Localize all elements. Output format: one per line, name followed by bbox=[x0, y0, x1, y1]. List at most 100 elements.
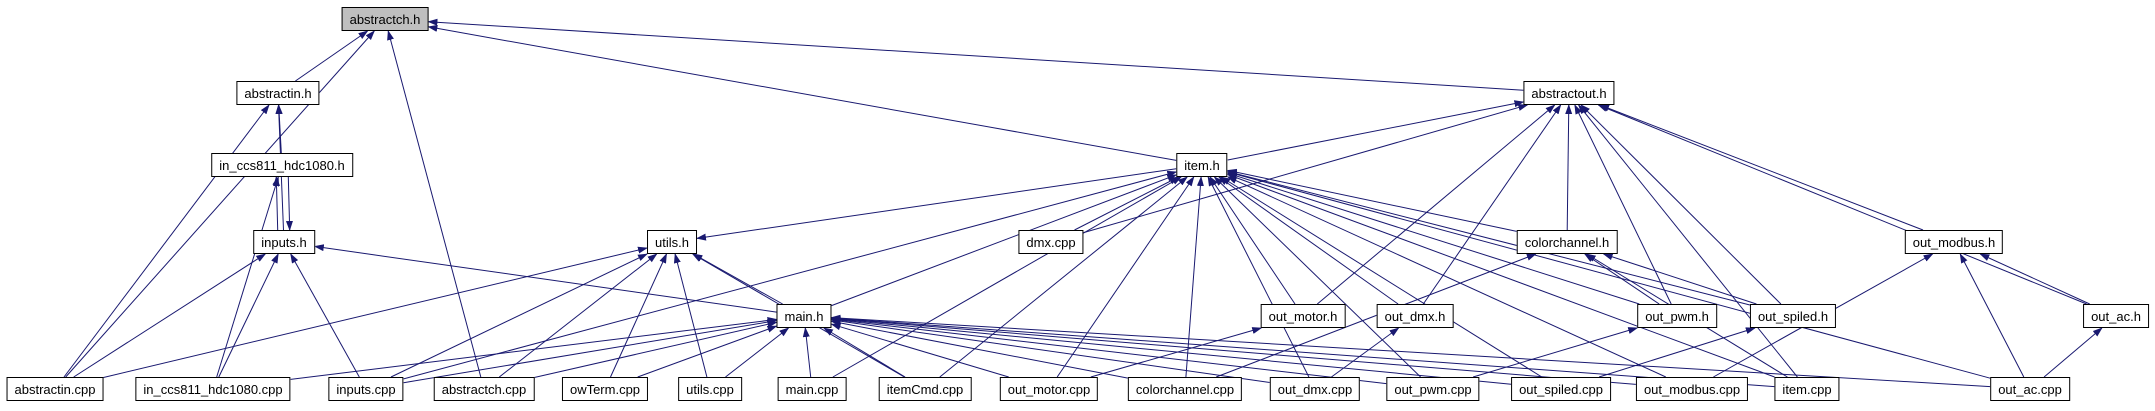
include-edge bbox=[73, 253, 267, 378]
include-edge bbox=[216, 176, 279, 378]
graph-node-colorchannel_cpp[interactable]: colorchannel.cpp bbox=[1127, 377, 1243, 401]
include-edge bbox=[802, 327, 812, 378]
include-edge bbox=[387, 30, 482, 378]
include-edge bbox=[696, 168, 1177, 241]
graph-node-colorchannel_h[interactable]: colorchannel.h bbox=[1516, 230, 1618, 254]
include-edge bbox=[1331, 327, 1400, 378]
include-edge bbox=[427, 24, 1177, 161]
graph-node-main_cpp[interactable]: main.cpp bbox=[777, 377, 847, 401]
include-edge bbox=[830, 315, 1636, 385]
graph-node-out_dmx_h[interactable]: out_dmx.h bbox=[1376, 304, 1454, 328]
graph-node-abstractch_cpp[interactable]: abstractch.cpp bbox=[433, 377, 535, 401]
include-edge bbox=[1599, 104, 1924, 231]
include-edge bbox=[1598, 327, 1756, 378]
include-edge bbox=[534, 320, 778, 378]
include-edge bbox=[1979, 253, 2090, 305]
graph-node-out_pwm_h[interactable]: out_pwm.h bbox=[1637, 304, 1717, 328]
include-edge bbox=[1602, 253, 1757, 305]
include-edge bbox=[65, 30, 375, 378]
graph-node-abstractch_h[interactable]: abstractch.h bbox=[341, 7, 429, 31]
include-edge bbox=[218, 253, 279, 378]
include-edge bbox=[830, 319, 1128, 379]
include-edge bbox=[2043, 327, 2103, 378]
include-edge bbox=[673, 253, 708, 378]
graph-node-owTerm_cpp[interactable]: owTerm.cpp bbox=[561, 377, 649, 401]
include-edge bbox=[285, 176, 293, 231]
include-edge bbox=[1226, 170, 1751, 306]
include-edge bbox=[637, 325, 778, 378]
graph-node-in_ccs811_hdc1080_cpp[interactable]: in_ccs811_hdc1080.cpp bbox=[135, 377, 291, 401]
include-edge bbox=[831, 174, 1178, 307]
graph-node-out_modbus_cpp[interactable]: out_modbus.cpp bbox=[1635, 377, 1749, 401]
include-edge bbox=[1226, 170, 1991, 379]
include-edge bbox=[610, 253, 667, 378]
graph-node-abstractin_cpp[interactable]: abstractin.cpp bbox=[6, 377, 104, 401]
include-edge bbox=[939, 176, 1188, 378]
graph-node-utils_cpp[interactable]: utils.cpp bbox=[678, 377, 742, 401]
graph-node-itemCmd_cpp[interactable]: itemCmd.cpp bbox=[878, 377, 972, 401]
include-edge bbox=[1220, 176, 1543, 378]
include-edge bbox=[1422, 104, 1562, 305]
include-edge bbox=[1226, 174, 1775, 378]
include-edge bbox=[1597, 104, 2087, 305]
include-edge bbox=[1959, 253, 2025, 378]
graph-node-item_h[interactable]: item.h bbox=[1176, 153, 1228, 177]
include-edge bbox=[403, 170, 1178, 380]
include-edge bbox=[1565, 104, 1573, 231]
include-edge bbox=[1090, 327, 1263, 378]
include-edge bbox=[1056, 176, 1195, 378]
include-edge bbox=[830, 317, 1270, 383]
include-edge bbox=[692, 253, 783, 305]
include-edge bbox=[295, 30, 369, 82]
include-edge bbox=[1207, 176, 1310, 378]
include-edge bbox=[1083, 104, 1529, 234]
include-edge bbox=[1185, 176, 1204, 378]
include-edge bbox=[830, 316, 1387, 385]
graph-node-main_h[interactable]: main.h bbox=[776, 304, 832, 328]
include-edge bbox=[1472, 327, 1639, 378]
include-edge bbox=[290, 253, 360, 378]
include-edge bbox=[1218, 176, 1399, 305]
graph-node-dmx_cpp[interactable]: dmx.cpp bbox=[1018, 230, 1084, 254]
include-edge bbox=[390, 253, 648, 378]
include-edge bbox=[103, 246, 648, 378]
graph-node-out_motor_cpp[interactable]: out_motor.cpp bbox=[999, 377, 1099, 401]
include-edge bbox=[498, 253, 658, 378]
include-edge bbox=[823, 327, 906, 378]
graph-node-out_modbus_h[interactable]: out_modbus.h bbox=[1904, 230, 2004, 254]
graph-node-out_pwm_cpp[interactable]: out_pwm.cpp bbox=[1386, 377, 1480, 401]
graph-node-out_motor_h[interactable]: out_motor.h bbox=[1260, 304, 1346, 328]
include-edge bbox=[830, 316, 1512, 385]
graph-node-out_ac_h[interactable]: out_ac.h bbox=[2083, 304, 2149, 328]
include-edge bbox=[1226, 176, 1667, 378]
graph-node-inputs_h[interactable]: inputs.h bbox=[253, 230, 315, 254]
include-edge bbox=[832, 176, 1182, 378]
graph-node-out_ac_cpp[interactable]: out_ac.cpp bbox=[1990, 377, 2070, 401]
graph-node-item_cpp[interactable]: item.cpp bbox=[1774, 377, 1840, 401]
include-edge bbox=[275, 104, 283, 154]
graph-node-utils_h[interactable]: utils.h bbox=[647, 230, 697, 254]
include-edge bbox=[1316, 104, 1556, 305]
graph-node-out_spiled_cpp[interactable]: out_spiled.cpp bbox=[1511, 377, 1611, 401]
include-edge bbox=[427, 18, 1524, 91]
include-edge bbox=[830, 323, 1009, 378]
include-edge bbox=[290, 317, 778, 380]
graph-node-in_ccs811_hdc1080_h[interactable]: in_ccs811_hdc1080.h bbox=[211, 153, 353, 177]
graph-node-out_dmx_cpp[interactable]: out_dmx.cpp bbox=[1269, 377, 1361, 401]
include-edge bbox=[1580, 104, 1782, 305]
include-edge bbox=[1226, 168, 1517, 232]
include-edge bbox=[313, 244, 777, 313]
include-edge bbox=[725, 327, 790, 378]
include-edge bbox=[63, 104, 270, 378]
graph-node-inputs_cpp[interactable]: inputs.cpp bbox=[328, 377, 404, 401]
include-edge bbox=[1583, 253, 1660, 305]
include-edge bbox=[1074, 176, 1180, 231]
include-edge bbox=[1574, 104, 1672, 305]
include-edge bbox=[403, 318, 778, 384]
include-edge bbox=[1213, 176, 1421, 378]
graph-node-abstractin_h[interactable]: abstractin.h bbox=[236, 81, 320, 105]
graph-node-abstractout_h[interactable]: abstractout.h bbox=[1523, 81, 1615, 105]
graph-node-out_spiled_h[interactable]: out_spiled.h bbox=[1749, 304, 1837, 328]
